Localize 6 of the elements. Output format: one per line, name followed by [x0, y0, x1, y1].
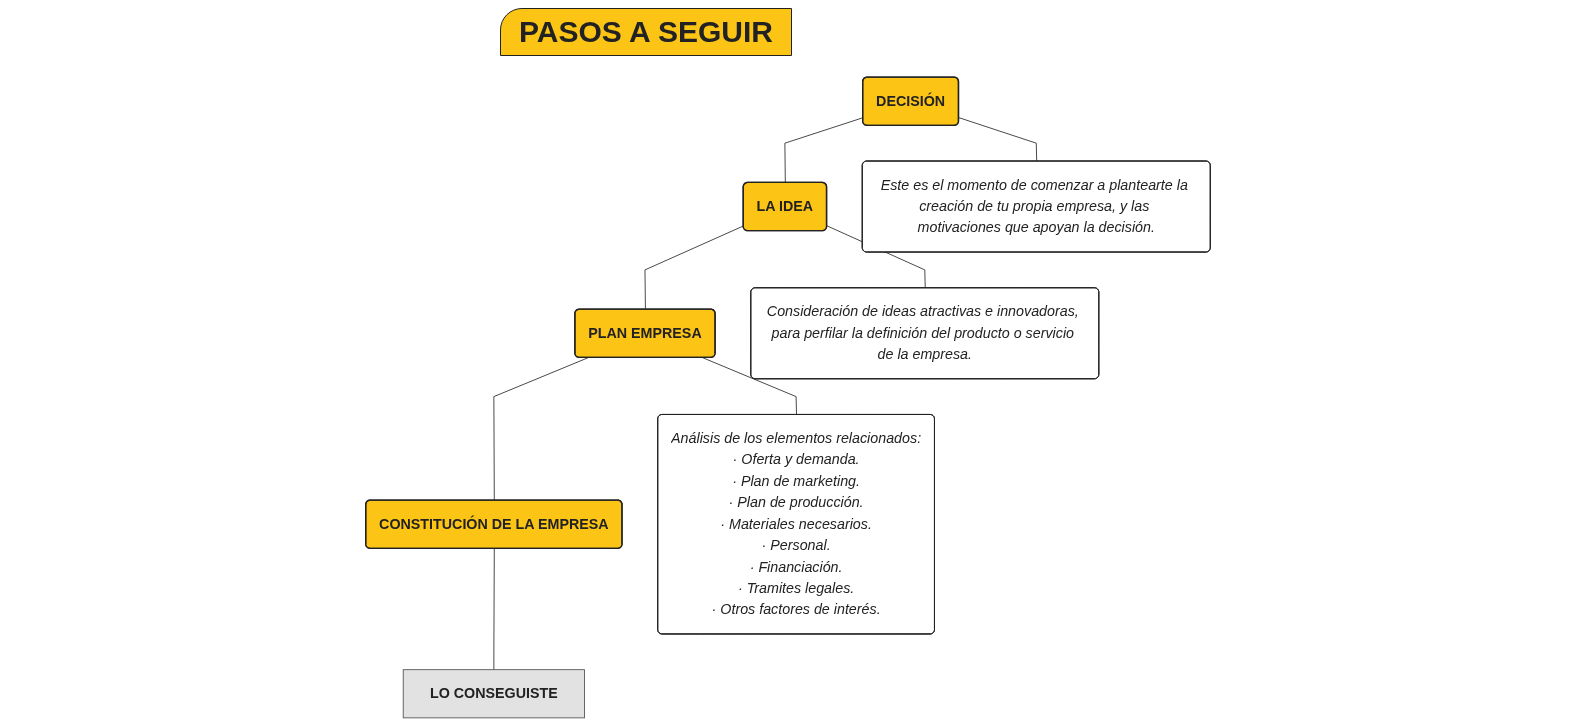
node-box: LO CONSEGUISTE [402, 669, 585, 719]
connector [493, 548, 495, 671]
connector [958, 117, 1038, 162]
connector [702, 357, 797, 416]
diagram-title: PASOS A SEGUIR [500, 8, 792, 56]
connector [493, 357, 589, 501]
